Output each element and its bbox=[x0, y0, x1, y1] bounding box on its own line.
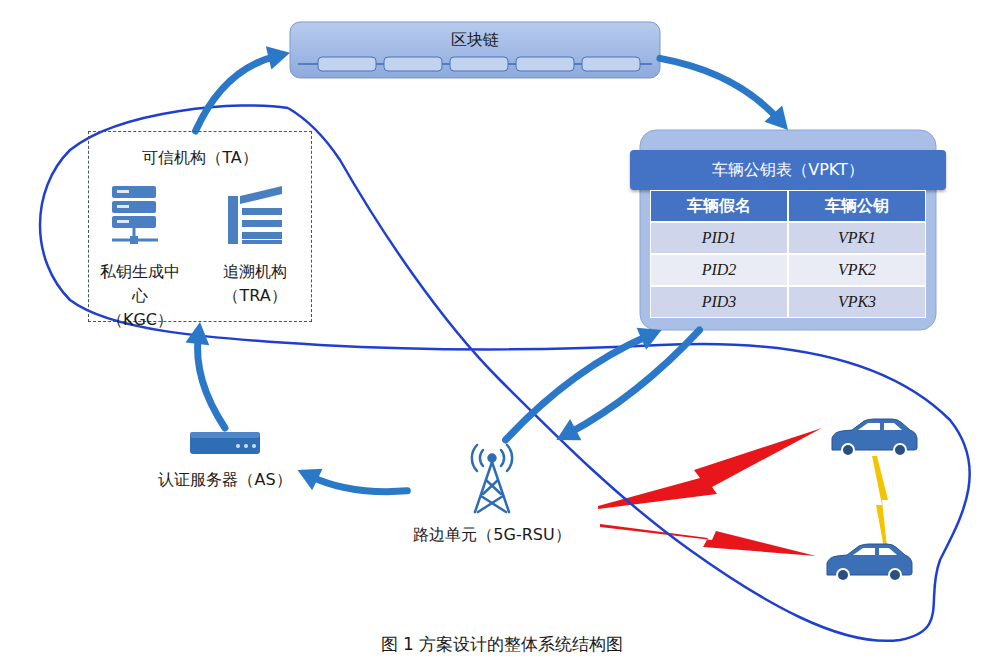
agency-icon bbox=[228, 186, 282, 244]
table-cell: PID3 bbox=[650, 286, 788, 318]
tower-icon bbox=[472, 445, 512, 512]
blockchain-bar bbox=[290, 22, 660, 78]
server-device-icon bbox=[190, 432, 260, 454]
radio-link bbox=[600, 524, 816, 556]
table-header-cell: 车辆公钥 bbox=[788, 190, 926, 222]
table-cell: VPK1 bbox=[788, 222, 926, 254]
arrow-shaft bbox=[198, 336, 225, 428]
hand-drawn-loop bbox=[40, 105, 970, 640]
flow-arrow bbox=[185, 322, 225, 428]
flow-arrow bbox=[556, 330, 699, 440]
arrow-head bbox=[298, 469, 323, 491]
arrow-shaft bbox=[196, 56, 277, 131]
flow-arrow bbox=[298, 469, 408, 492]
rsu-node: 路边单元（5G-RSU） bbox=[407, 440, 576, 553]
table-cell: VPK2 bbox=[788, 254, 926, 286]
arrow-head bbox=[266, 46, 290, 69]
table-cell: VPK3 bbox=[788, 286, 926, 318]
server-icon bbox=[112, 186, 158, 244]
v2v-link bbox=[872, 456, 888, 548]
node-label: 私钥生成中心（KGC） bbox=[99, 260, 181, 332]
group-title: 可信机构（TA） bbox=[89, 146, 311, 170]
arrow-shaft bbox=[569, 330, 700, 433]
node-label: 追溯机构（TRA） bbox=[220, 260, 290, 308]
car bbox=[832, 419, 917, 456]
as-node: 认证服务器（AS） bbox=[152, 428, 297, 498]
kgc-node: 私钥生成中心（KGC） bbox=[93, 180, 185, 338]
flow-arrow bbox=[660, 58, 788, 130]
figure-caption: 图 1 方案设计的整体系统结构图 bbox=[0, 632, 1004, 656]
arrow-head bbox=[556, 419, 581, 440]
trusted-authority-group: 可信机构（TA）私钥生成中心（KGC）追溯机构（TRA） bbox=[88, 131, 312, 322]
radio-link bbox=[598, 428, 822, 509]
arrow-shaft bbox=[506, 336, 649, 440]
table-title: 车辆公钥表（VPKT） bbox=[630, 150, 946, 190]
node-label: 区块链 bbox=[290, 22, 660, 52]
car bbox=[827, 544, 912, 581]
table-cell: PID2 bbox=[650, 254, 788, 286]
arrow-shaft bbox=[660, 58, 779, 119]
vpkt-table: 车辆公钥表（VPKT）车辆假名车辆公钥PID1VPK1PID2VPK2PID3V… bbox=[630, 130, 946, 330]
table-grid: 车辆假名车辆公钥PID1VPK1PID2VPK2PID3VPK3 bbox=[650, 190, 926, 318]
node-label: 认证服务器（AS） bbox=[158, 468, 291, 492]
arrow-shaft bbox=[310, 476, 407, 492]
chain-blocks bbox=[318, 57, 640, 71]
arrow-head bbox=[637, 328, 662, 350]
tra-node: 追溯机构（TRA） bbox=[205, 180, 305, 314]
table-header-cell: 车辆假名 bbox=[650, 190, 788, 222]
flow-arrow bbox=[196, 46, 290, 131]
arrow-head bbox=[185, 322, 209, 345]
blockchain-band: 区块链 bbox=[290, 22, 660, 78]
arrow-head bbox=[764, 106, 788, 130]
node-label: 路边单元（5G-RSU） bbox=[413, 523, 570, 547]
table-cell: PID1 bbox=[650, 222, 788, 254]
